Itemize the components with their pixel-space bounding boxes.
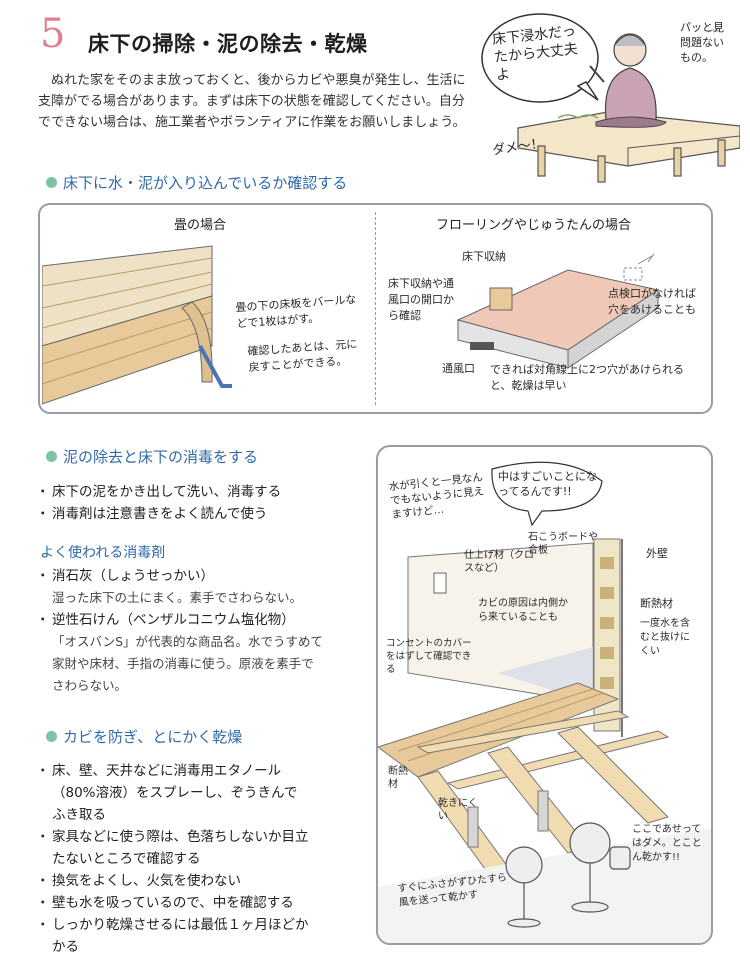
list-item: しっかり乾燥させるには最低１ヶ月ほどか かる: [36, 914, 368, 958]
speech-text: 床下浸水だったから大丈夫よ: [491, 23, 579, 84]
disinfectant-name: 消石灰（しょうせっかい）: [36, 565, 368, 587]
flooring-caption: フローリングやじゅうたんの場合: [436, 218, 632, 233]
dry-label: 乾きにくい: [438, 798, 478, 822]
bottom-note: できれば対角線上に2つ穴があけられると、乾燥は早い: [490, 363, 684, 392]
intro-paragraph: ぬれた家をそのまま放っておくと、後からカビや悪臭が発生し、生活に支障がでる場合が…: [38, 70, 468, 133]
board-label: 石こうボードや合板: [528, 532, 598, 556]
disinfectant-subheading: よく使われる消毒剤: [40, 545, 166, 561]
disinfectant-note: 家財や床材、手指の消毒に使う。原液を素手で: [52, 656, 314, 671]
insulation-label: 断熱材: [640, 597, 673, 610]
check-label: 床下収納や通風口の開口から確認: [388, 277, 454, 322]
bullet-dot-icon: [46, 731, 57, 742]
intro-text: ぬれた家をそのまま放っておくと、後からカビや悪臭が発生し、生活に支障がでる場合が…: [38, 73, 466, 130]
bubble-main: 中はすごいことになってるんです!!: [498, 470, 597, 498]
disinfectant-note: 「オスバンS」が代表的な商品名。水でうすめて: [52, 634, 324, 649]
outer-wall-label: 外壁: [646, 547, 668, 560]
insulation-note: 一度水を含むと抜けにくい: [640, 618, 690, 657]
section3-list: 床、壁、天井などに消毒用エタノール （80%溶液）をスプレーし、ぞうきんで ふき…: [36, 760, 368, 958]
finish-label: 仕上げ材（クロスなど）: [464, 550, 534, 574]
vent-label: 通風口: [442, 362, 475, 375]
section-title: 床下の掃除・泥の除去・乾燥: [88, 31, 368, 56]
bullet-dot-icon: [46, 451, 57, 462]
storage-label: 床下収納: [462, 250, 506, 263]
list-item: 換気をよくし、火気を使わない: [36, 870, 368, 892]
list-item: 家具などに使う際は、色落ちしないか目立 たないところで確認する: [36, 826, 368, 870]
inspect-label: 点検口がなければ穴をあけることも: [608, 287, 696, 316]
disinfectant-list: 消石灰（しょうせっかい） 湿った床下の土にまく。素手でさわらない。 逆性石けん（…: [36, 565, 368, 697]
tatami-caption: 畳の場合: [174, 218, 227, 233]
wall-illustration-box: 水が引くと一見なんでもないように見えますけど… 中はすごいことになってるんです!…: [376, 445, 713, 945]
mold-label: カビの原因は内側から来ていることも: [478, 598, 568, 623]
wall-cutaway-drawing: [378, 461, 711, 943]
list-item: 床、壁、天井などに消毒用エタノール （80%溶液）をスプレーし、ぞうきんで ふき…: [36, 760, 368, 826]
section3-heading: カビを防ぎ、とにかく乾燥: [46, 726, 242, 747]
side-note: パッと見問題ないもの。: [680, 21, 724, 64]
list-item: 床下の泥をかき出して洗い、消毒する: [36, 481, 368, 503]
bullet-dot-icon: [46, 177, 57, 188]
disinfectant-note: さわらない。: [52, 678, 128, 693]
insulation2-label: 断熱材: [388, 766, 408, 790]
disinfectant-name: 逆性石けん（ベンザルコニウム塩化物）: [36, 609, 368, 631]
flooring-illustration: [456, 253, 660, 369]
section-number: 5: [40, 11, 66, 57]
elderly-person-illustration: [481, 13, 740, 183]
heater-label: ここであせってはダメ。とことん乾かす!!: [632, 824, 702, 863]
list-item: 消毒剤は注意書きをよく読んで使う: [36, 503, 368, 525]
section2-heading: 泥の除去と床下の消毒をする: [46, 446, 258, 467]
outlet-label: コンセントのカバーをはずして確認できる: [386, 638, 472, 675]
disinfectant-note: 湿った床下の土にまく。素手でさわらない。: [52, 590, 303, 605]
tatami-illustration: [42, 245, 232, 405]
section1-heading: 床下に水・泥が入り込んでいるか確認する: [46, 172, 347, 193]
section2-list: 床下の泥をかき出して洗い、消毒する 消毒剤は注意書きをよく読んで使う: [36, 481, 368, 525]
list-item: 壁も水を吸っているので、中を確認する: [36, 892, 368, 914]
box-divider: [375, 212, 376, 405]
